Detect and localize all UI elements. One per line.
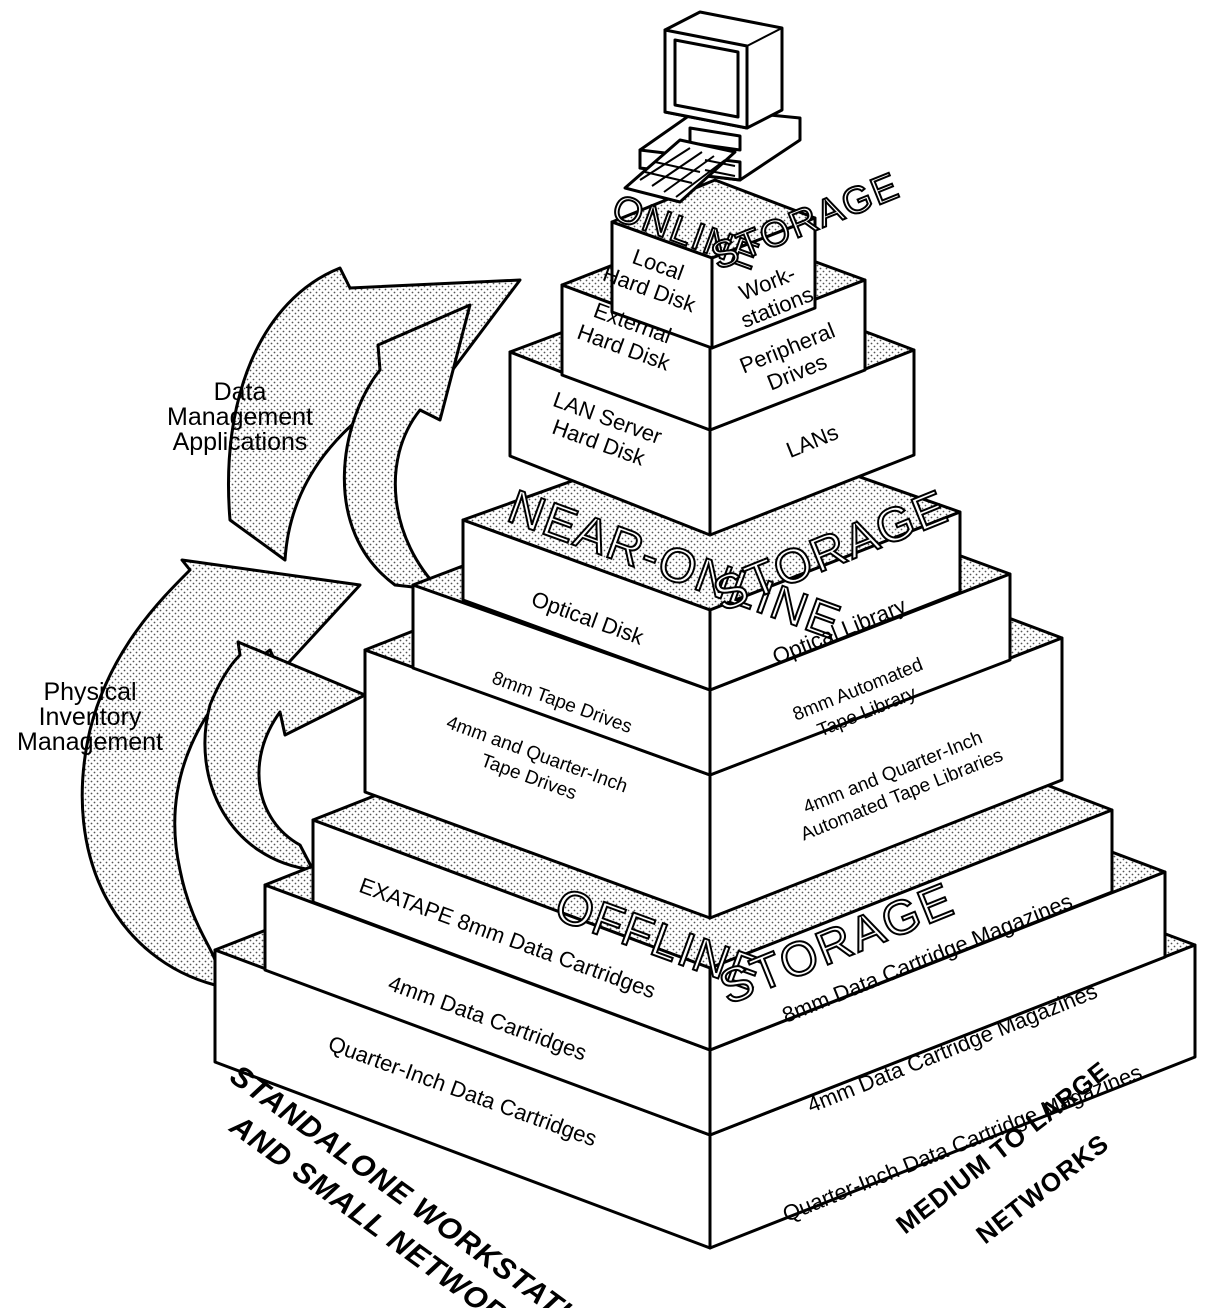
svg-text:Management: Management [167, 403, 313, 431]
inner-data-management-arrow [342, 303, 472, 592]
svg-text:Data: Data [214, 378, 267, 406]
physical-inventory-arrows [80, 558, 367, 987]
inner-physical-inventory-arrow [203, 640, 367, 872]
desktop-computer-icon [623, 10, 802, 204]
svg-text:Physical: Physical [43, 678, 136, 706]
svg-text:Management: Management [17, 728, 163, 756]
physical-inventory-label: Physical Inventory Management [17, 678, 163, 756]
data-management-arrows [227, 266, 522, 592]
online-tier-1 [610, 178, 817, 350]
svg-text:Inventory: Inventory [39, 703, 142, 731]
outer-physical-inventory-arrow [80, 558, 362, 987]
svg-text:Applications: Applications [173, 428, 308, 456]
data-management-label: Data Management Applications [167, 378, 313, 456]
